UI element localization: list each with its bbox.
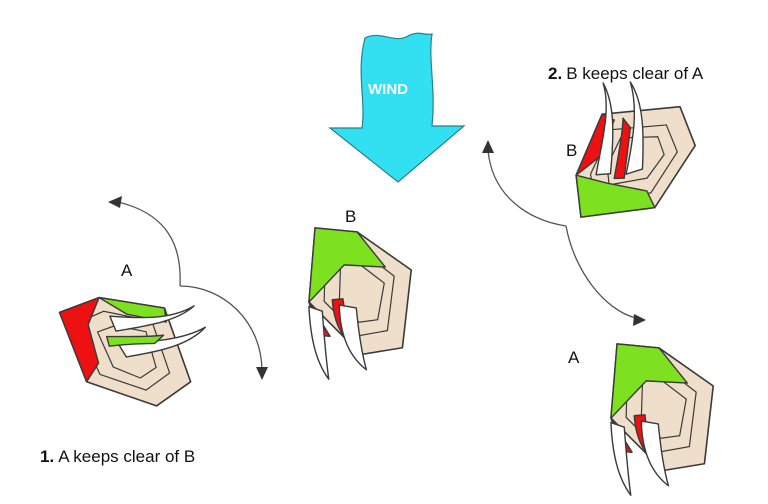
- wind-label: WIND: [368, 81, 408, 98]
- boat-label-a-right: A: [568, 348, 580, 367]
- boat-label-a-left: A: [121, 261, 133, 280]
- track-right: [482, 140, 646, 326]
- wind-arrow: WIND: [328, 32, 466, 183]
- boat-b-right-top: [538, 72, 721, 248]
- wind-arrow-shape: [328, 32, 466, 183]
- arrowhead-left-down: [256, 367, 268, 380]
- caption-1-number: 1.: [40, 447, 54, 466]
- boat-a-right-bottom: [582, 313, 743, 496]
- arrowhead-left-up: [108, 196, 122, 208]
- arrowhead-right-down: [633, 314, 646, 326]
- arrowhead-right-up: [482, 140, 494, 153]
- caption-1-text: A keeps clear of B: [58, 447, 195, 466]
- boat-a-left: [35, 258, 218, 434]
- caption-2-text: B keeps clear of A: [566, 64, 704, 83]
- boat-label-b-right: B: [566, 141, 577, 160]
- boat-label-b-center: B: [345, 207, 356, 226]
- caption-1: 1.A keeps clear of B: [40, 447, 195, 466]
- boat-b-center: [280, 197, 441, 380]
- track-left: [108, 196, 268, 380]
- caption-2-number: 2.: [548, 64, 562, 83]
- caption-2: 2.B keeps clear of A: [548, 64, 704, 83]
